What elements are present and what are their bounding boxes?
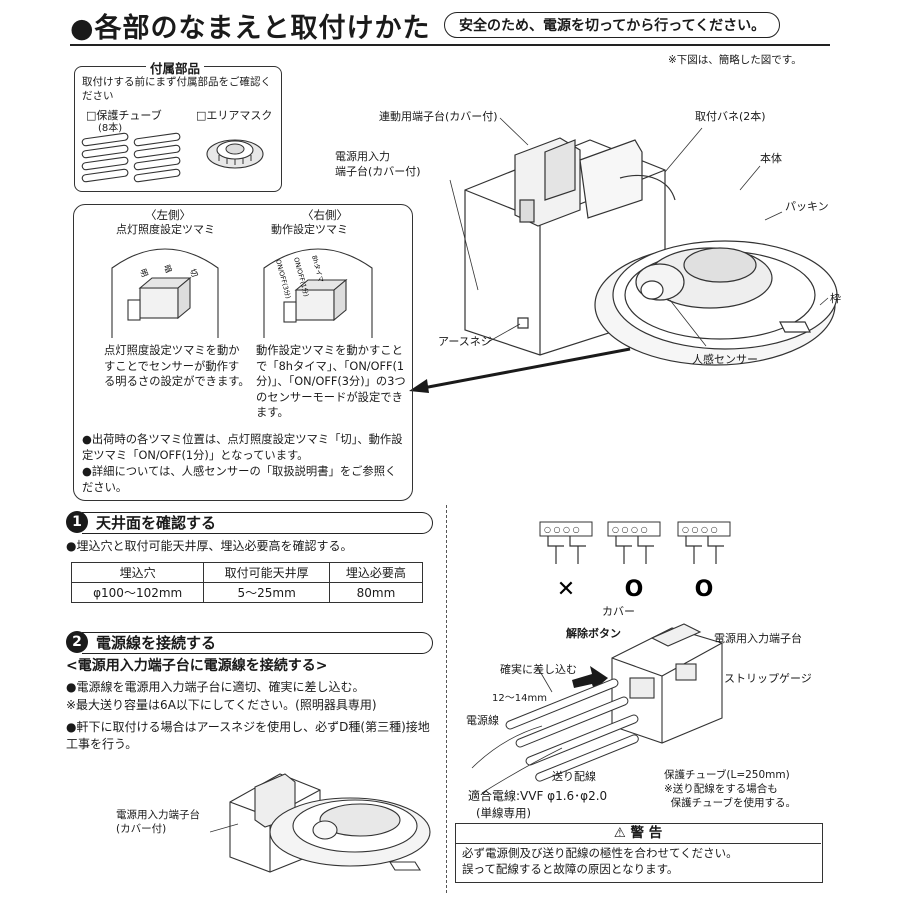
warning-line-2: 誤って配線すると故障の原因となります。 (462, 862, 679, 876)
label-packing: パッキン (785, 200, 829, 213)
accessories-title: 付属部品 (146, 58, 205, 77)
terminal-wiring-illustration (471, 623, 723, 794)
label-spring: 取付バネ(2本) (695, 110, 766, 123)
left-knob-name: 点灯照度設定ツマミ (116, 223, 215, 236)
label-strip-length: 12〜14mm (492, 693, 547, 704)
label-release-button: 解除ボタン (566, 627, 621, 640)
section1-note: ●埋込穴と取付可能天井厚、埋込必要高を確認する。 (66, 539, 353, 553)
label-power-terminal: 電源用入力 端子台(カバー付) (335, 150, 421, 178)
accessories-instruction: 取付けする前にまず付属部品をご確認ください (82, 76, 271, 103)
label-body: 本体 (760, 152, 782, 165)
svg-text:○ ○ ○ ○: ○ ○ ○ ○ (544, 525, 580, 534)
right-side-heading: 〈右側〉 (302, 208, 348, 222)
section2-subtitle: <電源用入力端子台に電源線を接続する> (66, 658, 328, 674)
accessory-tube-qty: (8本) (98, 123, 123, 134)
label-feed-wire: 送り配線 (552, 770, 596, 783)
left-dial-mark-bright: 明 (138, 268, 149, 279)
spec-table-header-row: 埋込穴 取付可能天井厚 埋込必要高 (70, 562, 424, 583)
label-terminal-block: 電源用入力端子台 (714, 632, 802, 645)
simplified-note: ※下図は、簡略した図です。 (668, 54, 802, 66)
right-knob-illustration: ON/OFF(3分) ON/OFF(1分) 8hタイマ (263, 248, 373, 338)
label-link-terminal: 連動用端子台(カバー付) (379, 110, 498, 123)
column-divider (446, 505, 447, 893)
left-dial-mark-off: 切 (188, 268, 199, 279)
callout-arrow (409, 347, 631, 393)
accessory-mask-label: □エリアマスク (196, 109, 273, 122)
table-row: φ100〜102mm 5〜25mm 80mm (70, 582, 424, 603)
knob-note-details: ●詳細については、人感センサーの「取扱説明書」をご参照ください。 (82, 465, 397, 494)
page-title: ●各部のなまえと取付けかた (70, 13, 431, 44)
label-protective-tube: 保護チューブ(L=250mm) (664, 769, 790, 781)
spec-value-hole: φ100〜102mm (70, 582, 205, 603)
area-mask-illustration (206, 139, 264, 169)
section1-title: 天井面を確認する (96, 514, 217, 532)
safety-note: 安全のため、電源を切ってから行ってください。 (444, 12, 781, 38)
section1-number: 1 (66, 511, 88, 533)
label-insert-firmly: 確実に差し込む (500, 663, 577, 676)
svg-text:○ ○ ○ ○: ○ ○ ○ ○ (612, 525, 648, 534)
left-knob-illustration: 明 暗 切 (111, 248, 219, 338)
accessory-tube-label: □保護チューブ (86, 109, 162, 122)
warning-title: ⚠ 警 告 (455, 823, 821, 844)
left-dial-mark-dark: 暗 (162, 263, 174, 274)
polarity-mark-ok-1: O (625, 577, 644, 602)
label-strip-gauge: ストリップゲージ (724, 672, 812, 685)
polarity-diagrams: ○ ○ ○ ○ ○ ○ ○ ○ ○ ○ ○ ○ ✕ O O (539, 521, 731, 602)
small-fixture-illustration (210, 773, 431, 873)
warning-line-1: 必ず電源側及び送り配線の極性を合わせてください。 (462, 846, 738, 860)
section2-note-insert: ●電源線を電源用入力端子台に適切、確実に差し込む。 (66, 680, 365, 694)
section2-title: 電源線を接続する (96, 634, 217, 652)
left-side-heading: 〈左側〉 (145, 208, 191, 222)
label-tube-note: ※送り配線をする場合も 保護チューブを使用する。 (664, 783, 797, 810)
spec-header-hole: 埋込穴 (70, 562, 205, 583)
section1-frame (82, 512, 433, 534)
small-fixture-label: 電源用入力端子台 (カバー付) (116, 809, 200, 836)
label-frame: 枠 (830, 292, 841, 305)
polarity-mark-ok-2: O (695, 577, 714, 602)
spec-value-thickness: 5〜25mm (203, 582, 330, 603)
spec-header-height: 埋込必要高 (328, 562, 424, 583)
label-cover: カバー (602, 605, 635, 618)
section2-number: 2 (66, 631, 88, 653)
svg-text:○ ○ ○ ○: ○ ○ ○ ○ (682, 525, 718, 534)
right-knob-description: 動作設定ツマミを動かすことで「8hタイマ」、「ON/OFF(1分)」、「ON/O… (256, 344, 406, 420)
section2-note-capacity: ※最大送り容量は6A以下にしてください。(照明器具専用) (66, 698, 377, 712)
label-earth-screw: アースネジ (438, 335, 492, 348)
protective-tubes-illustration (81, 132, 181, 183)
title-divider (70, 44, 830, 46)
label-wire-spec: 適合電線:VVF φ1.6･φ2.0 (468, 789, 608, 803)
label-single-wire-only: (単線専用) (476, 806, 531, 820)
right-knob-name: 動作設定ツマミ (271, 223, 348, 236)
label-sensor: 人感センサー (692, 353, 758, 366)
knob-detail-box (73, 204, 413, 501)
spec-value-height: 80mm (328, 582, 424, 603)
knob-note-default-position: ●出荷時の各ツマミ位置は、点灯照度設定ツマミ「切」、動作設定ツマミ「ON/OFF… (82, 433, 403, 462)
polarity-mark-wrong: ✕ (557, 577, 575, 602)
fixture-illustration (449, 117, 838, 366)
section2-note-earth: ●軒下に取付ける場合はアースネジを使用し、必ずD種(第三種)接地工事を行う。 (66, 720, 430, 751)
warning-box (455, 823, 823, 883)
section2-frame (82, 632, 433, 654)
left-knob-description: 点灯照度設定ツマミを動かすことでセンサーが動作する明るさの設定ができます。 (104, 344, 250, 389)
spec-header-thickness: 取付可能天井厚 (203, 562, 330, 583)
label-power-wire: 電源線 (466, 714, 499, 727)
spec-table: 埋込穴 取付可能天井厚 埋込必要高 φ100〜102mm 5〜25mm 80mm (70, 562, 424, 603)
